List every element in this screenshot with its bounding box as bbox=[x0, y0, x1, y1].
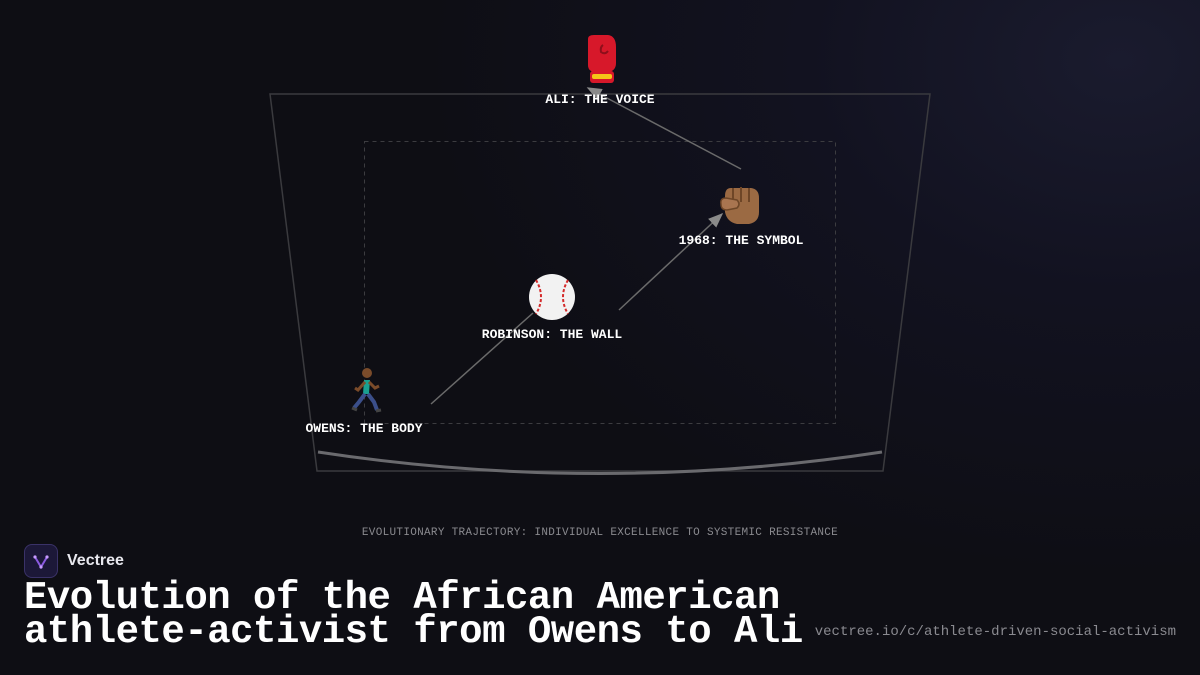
outer-frame bbox=[269, 93, 931, 472]
source-url-link[interactable]: vectree.io/c/athlete-driven-social-activ… bbox=[814, 624, 1176, 640]
base-curve bbox=[317, 450, 883, 475]
node-label-1968: 1968: THE SYMBOL bbox=[678, 233, 804, 248]
page-title: Evolution of the African American athlet… bbox=[24, 576, 824, 654]
runner-icon bbox=[334, 364, 394, 420]
diagram-caption: EVOLUTIONARY TRAJECTORY: INDIVIDUAL EXCE… bbox=[361, 527, 839, 539]
brand[interactable]: Vectree bbox=[24, 544, 124, 578]
connector-robinson-1968 bbox=[618, 212, 724, 311]
title-line-1: Evolution of the African American bbox=[24, 576, 780, 620]
connector-1968-ali bbox=[586, 87, 742, 170]
node-label-owens: OWENS: THE BODY bbox=[305, 421, 423, 436]
vectree-logo-icon bbox=[24, 544, 58, 578]
connector-owens-robinson bbox=[430, 312, 534, 405]
raised-fist-icon bbox=[711, 178, 771, 234]
node-label-robinson: ROBINSON: THE WALL bbox=[481, 327, 623, 342]
boxing-glove-icon bbox=[570, 33, 630, 89]
node-label-ali: ALI: THE VOICE bbox=[545, 92, 655, 107]
baseball-icon bbox=[522, 270, 582, 326]
inner-dashed-frame bbox=[364, 141, 836, 424]
title-line-2: athlete-activist from Owens to Ali bbox=[24, 610, 803, 654]
brand-name: Vectree bbox=[67, 552, 124, 569]
